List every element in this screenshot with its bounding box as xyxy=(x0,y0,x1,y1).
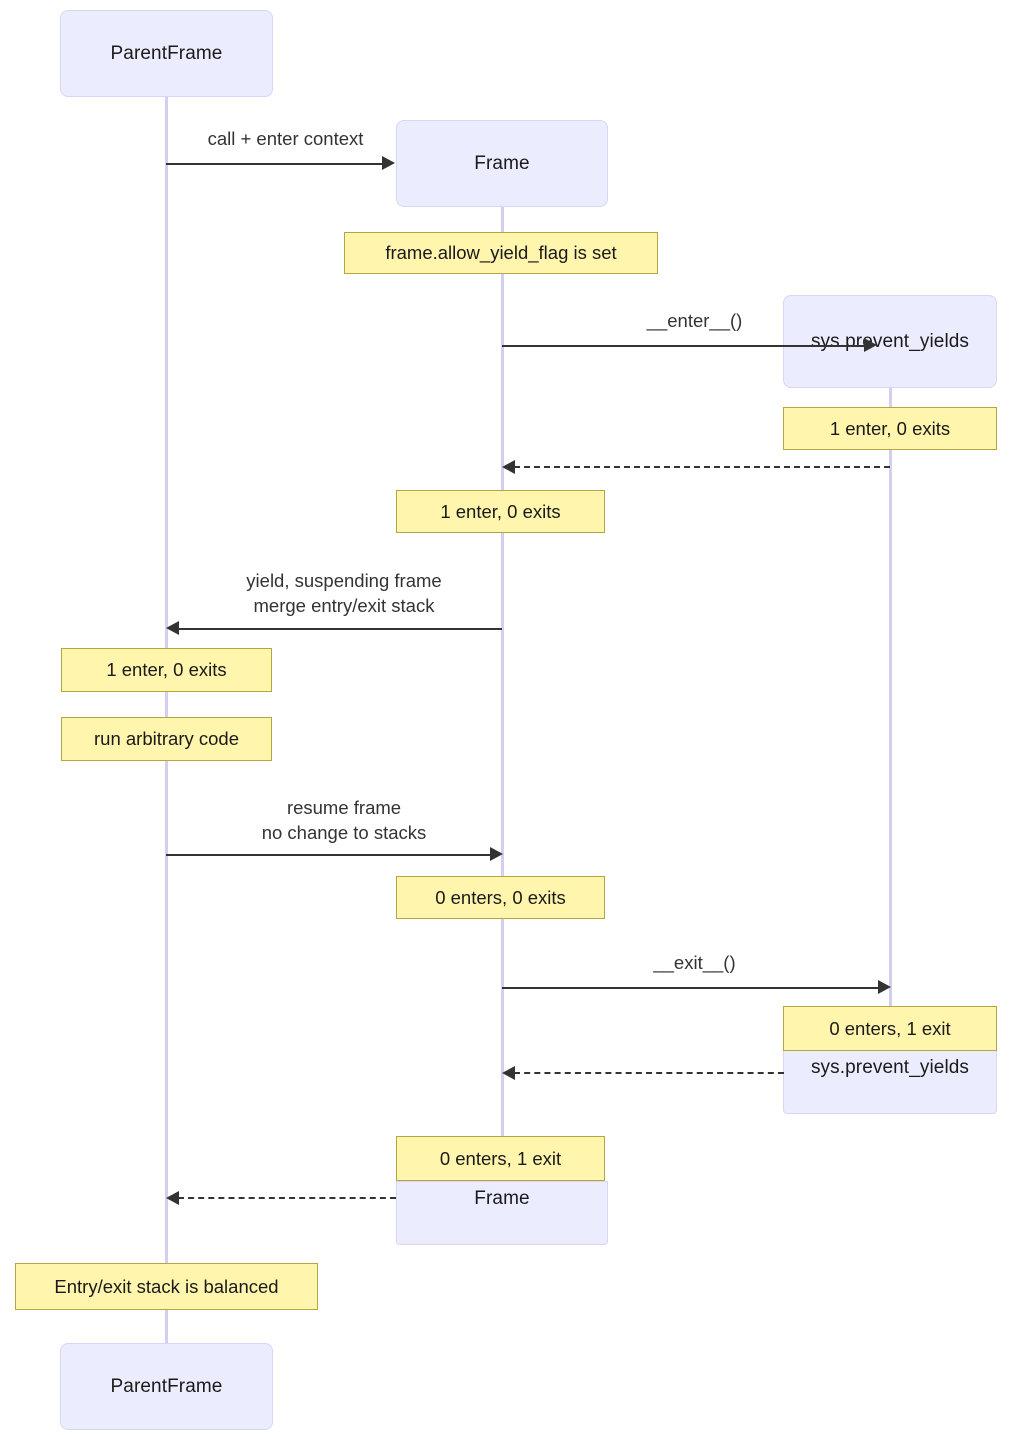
note-prevent-yields-0-enters-1-exit: 0 enters, 1 exit xyxy=(783,1006,997,1051)
participant-label: sys.prevent_yields xyxy=(810,330,970,352)
note-parent-1-enter-0-exits: 1 enter, 0 exits xyxy=(61,648,272,692)
participant-label: Frame xyxy=(474,152,530,174)
arrow-head-left xyxy=(166,1191,179,1205)
note-text: frame.allow_yield_flag is set xyxy=(385,242,617,263)
message-line-call-enter-context xyxy=(166,163,382,165)
note-frame-0-enters-0-exits: 0 enters, 0 exits xyxy=(396,876,605,919)
message-line-enter xyxy=(502,345,864,347)
note-frame-0-enters-1-exit: 0 enters, 1 exit xyxy=(396,1136,605,1181)
message-line-resume-frame xyxy=(166,854,490,856)
lifeline-sys-prevent-yields xyxy=(889,388,892,1052)
message-label-enter: __enter__() xyxy=(646,310,743,331)
arrow-head-left xyxy=(166,621,179,635)
message-line-return-frame xyxy=(178,1197,396,1199)
participant-label: ParentFrame xyxy=(110,42,223,64)
arrow-head-left xyxy=(502,1066,515,1080)
note-run-arbitrary-code: run arbitrary code xyxy=(61,717,272,761)
message-line-return-enter xyxy=(514,466,890,468)
message-label-call-enter-context: call + enter context xyxy=(207,128,364,149)
participant-parentframe-top[interactable]: ParentFrame xyxy=(60,10,273,97)
note-frame-1-enter-0-exits: 1 enter, 0 exits xyxy=(396,490,605,533)
participant-sys-prevent-yields-bottom[interactable]: sys.prevent_yields xyxy=(783,1050,997,1114)
message-label-yield-suspending-line1: yield, suspending frame xyxy=(246,570,442,591)
arrow-head-right xyxy=(878,980,891,994)
note-text: 0 enters, 1 exit xyxy=(829,1017,951,1039)
message-line-exit xyxy=(502,987,878,989)
message-line-return-exit xyxy=(514,1072,784,1074)
participant-label: Frame xyxy=(474,1188,530,1209)
note-text: run arbitrary code xyxy=(94,728,239,749)
note-prevent-yields-1-enter-0-exits: 1 enter, 0 exits xyxy=(783,407,997,450)
note-text: 0 enters, 0 exits xyxy=(435,886,566,908)
note-text: 1 enter, 0 exits xyxy=(106,659,227,680)
lifeline-frame xyxy=(501,207,504,1183)
participant-parentframe-bottom[interactable]: ParentFrame xyxy=(60,1343,273,1430)
note-text: 0 enters, 1 exit xyxy=(439,1147,562,1169)
participant-label: ParentFrame xyxy=(110,1375,223,1397)
note-text: Entry/exit stack is balanced xyxy=(54,1275,279,1297)
participant-frame-bottom[interactable]: Frame xyxy=(396,1181,608,1245)
arrow-head-right xyxy=(490,847,503,861)
message-label-exit: __exit__() xyxy=(653,952,736,973)
arrow-head-left xyxy=(502,460,515,474)
message-label-resume-frame-line2: no change to stacks xyxy=(261,822,427,843)
note-frame-allow-yield-flag: frame.allow_yield_flag is set xyxy=(344,232,658,274)
note-text: 1 enter, 0 exits xyxy=(829,417,951,439)
participant-sys-prevent-yields-top[interactable]: sys.prevent_yields xyxy=(783,295,997,388)
note-entry-exit-stack-balanced: Entry/exit stack is balanced xyxy=(15,1263,318,1310)
note-text: 1 enter, 0 exits xyxy=(440,500,561,522)
arrow-head-right xyxy=(864,338,877,352)
participant-frame-top[interactable]: Frame xyxy=(396,120,608,207)
participant-label: sys.prevent_yields xyxy=(810,1057,970,1078)
message-label-yield-suspending-line2: merge entry/exit stack xyxy=(253,595,435,616)
arrow-head-right xyxy=(382,156,395,170)
message-line-yield-suspending xyxy=(178,628,502,630)
message-label-resume-frame-line1: resume frame xyxy=(286,797,402,818)
